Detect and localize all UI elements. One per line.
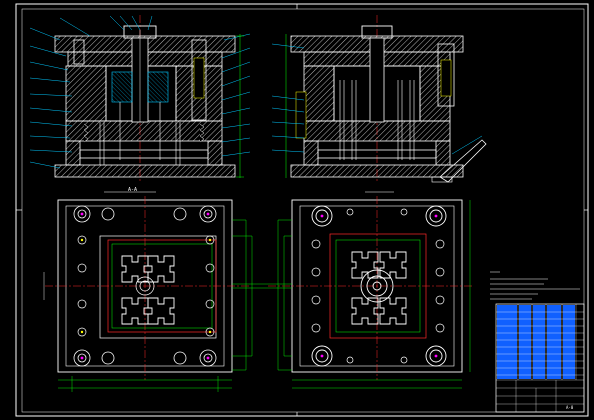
technical-notes [490,271,580,300]
section-view-left[interactable] [29,15,251,182]
section-marker-label: A-A [128,187,137,193]
sheet-code: A-0 [566,405,574,410]
section-view-right[interactable] [271,15,487,183]
drawing-frame [15,3,589,417]
title-block[interactable]: A-0 [495,303,585,413]
plan-view-left[interactable] [43,196,262,392]
plan-view-right[interactable] [262,196,474,389]
